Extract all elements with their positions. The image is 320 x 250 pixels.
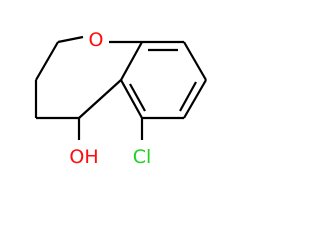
atom-labels: O OH Cl (69, 29, 151, 168)
bonds (34, 35, 207, 140)
bond-c7-c6 (183, 79, 207, 119)
double-bond-c5-c4a (129, 83, 146, 112)
bond-c4-c4a-2 (78, 79, 122, 119)
bond-o1-c2 (57, 35, 84, 44)
bond-c5-c4a (120, 79, 143, 119)
bond-c2-c3 (35, 41, 59, 81)
bond-c4a-c8a (120, 41, 143, 81)
oxygen-atom-label: O (89, 29, 104, 51)
double-bond-c7-c6 (179, 81, 197, 112)
bond-c8-c7 (183, 41, 207, 81)
chlorine-atom-label: Cl (133, 146, 152, 168)
hydroxyl-group-label: OH (69, 146, 98, 168)
chemical-structure-diagram: O OH Cl (34, 29, 207, 168)
